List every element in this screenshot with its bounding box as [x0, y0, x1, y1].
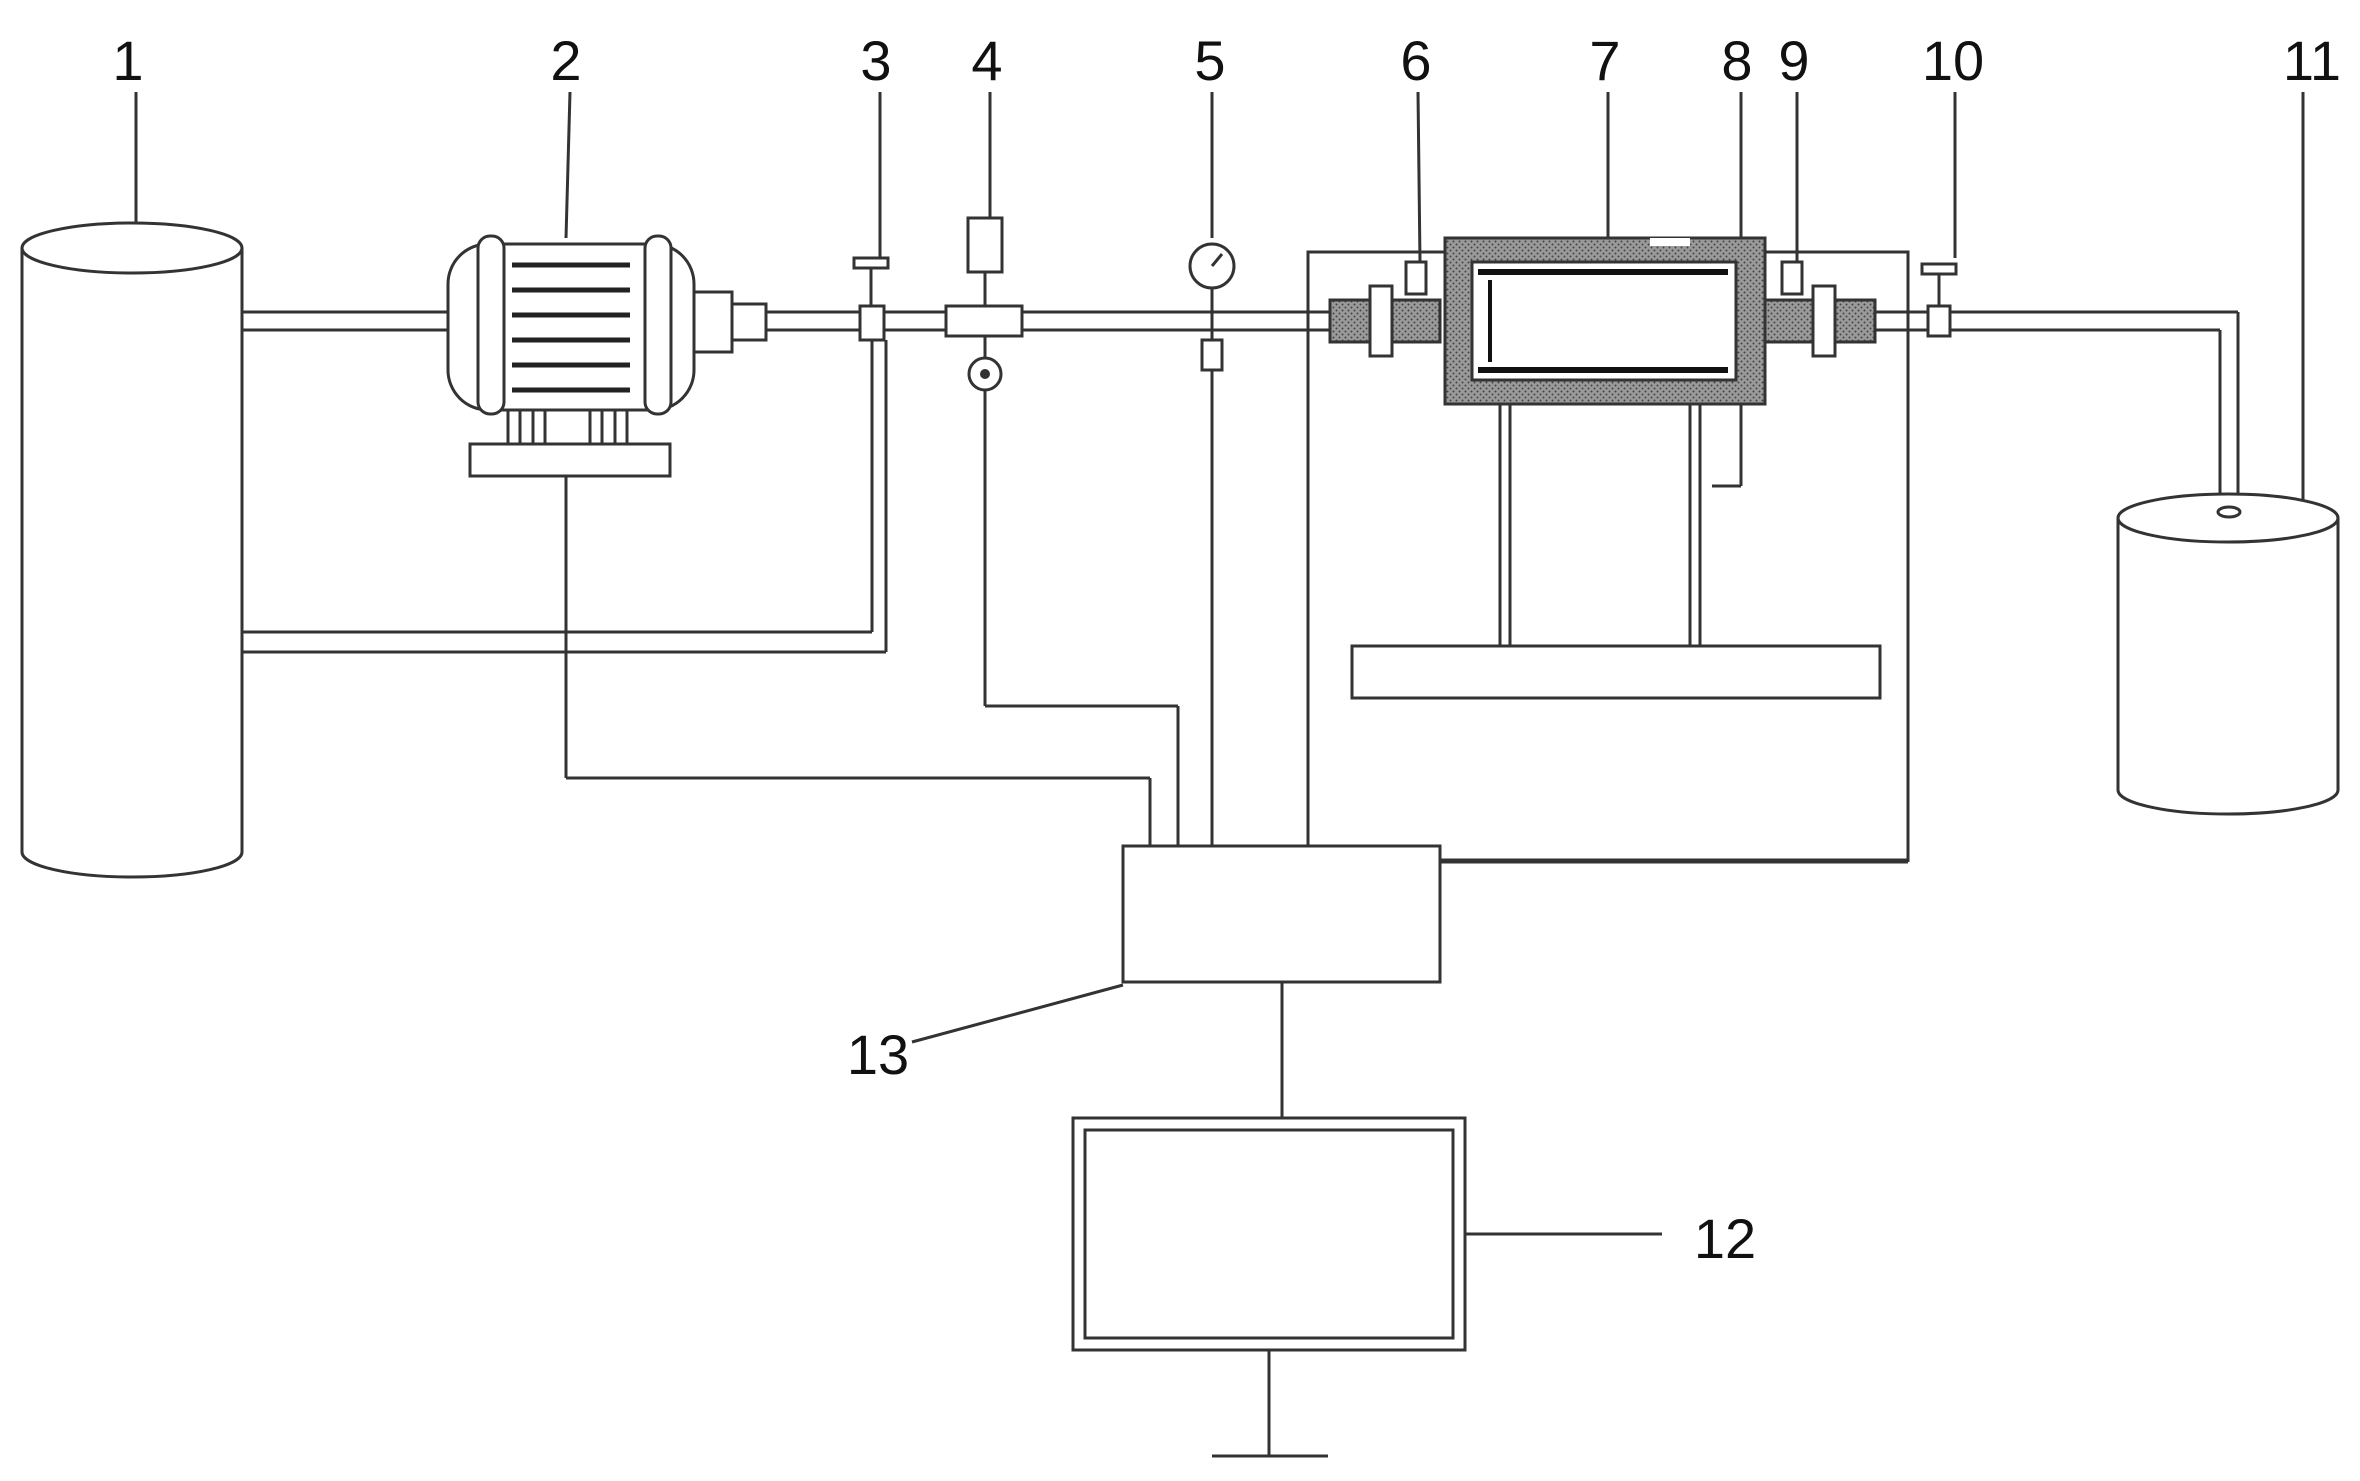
fitting-6: [1328, 260, 1442, 358]
reactor-7: [1443, 236, 1767, 406]
compressor: [446, 234, 768, 478]
callout-9: 9: [1778, 29, 1809, 92]
flow-regulator: [944, 216, 1024, 392]
signal-lines: [564, 252, 1910, 1118]
collection-tank: [2116, 492, 2340, 816]
valve-10: [1920, 262, 1958, 338]
gas-cylinder: [20, 221, 244, 879]
pressure-gauge: [1188, 242, 1236, 372]
callout-3: 3: [860, 29, 891, 92]
fitting-9: [1763, 260, 1877, 358]
callout-2: 2: [550, 29, 581, 92]
callout-7: 7: [1589, 29, 1620, 92]
callout-13: 13: [847, 1023, 909, 1086]
callout-5: 5: [1194, 29, 1225, 92]
callout-11: 11: [2283, 29, 2341, 92]
computer-monitor: [1071, 1116, 1467, 1458]
callout-12: 12: [1694, 1207, 1756, 1270]
callout-1: 1: [112, 29, 143, 92]
callout-6: 6: [1400, 29, 1431, 92]
callout-4: 4: [971, 29, 1002, 92]
callout-8: 8: [1721, 29, 1752, 92]
support-stand: [1350, 402, 1882, 700]
controller-13: [1121, 844, 1442, 984]
valve-3: [852, 256, 890, 342]
leader-lines: [134, 91, 2305, 1236]
callout-10: 10: [1922, 29, 1984, 92]
